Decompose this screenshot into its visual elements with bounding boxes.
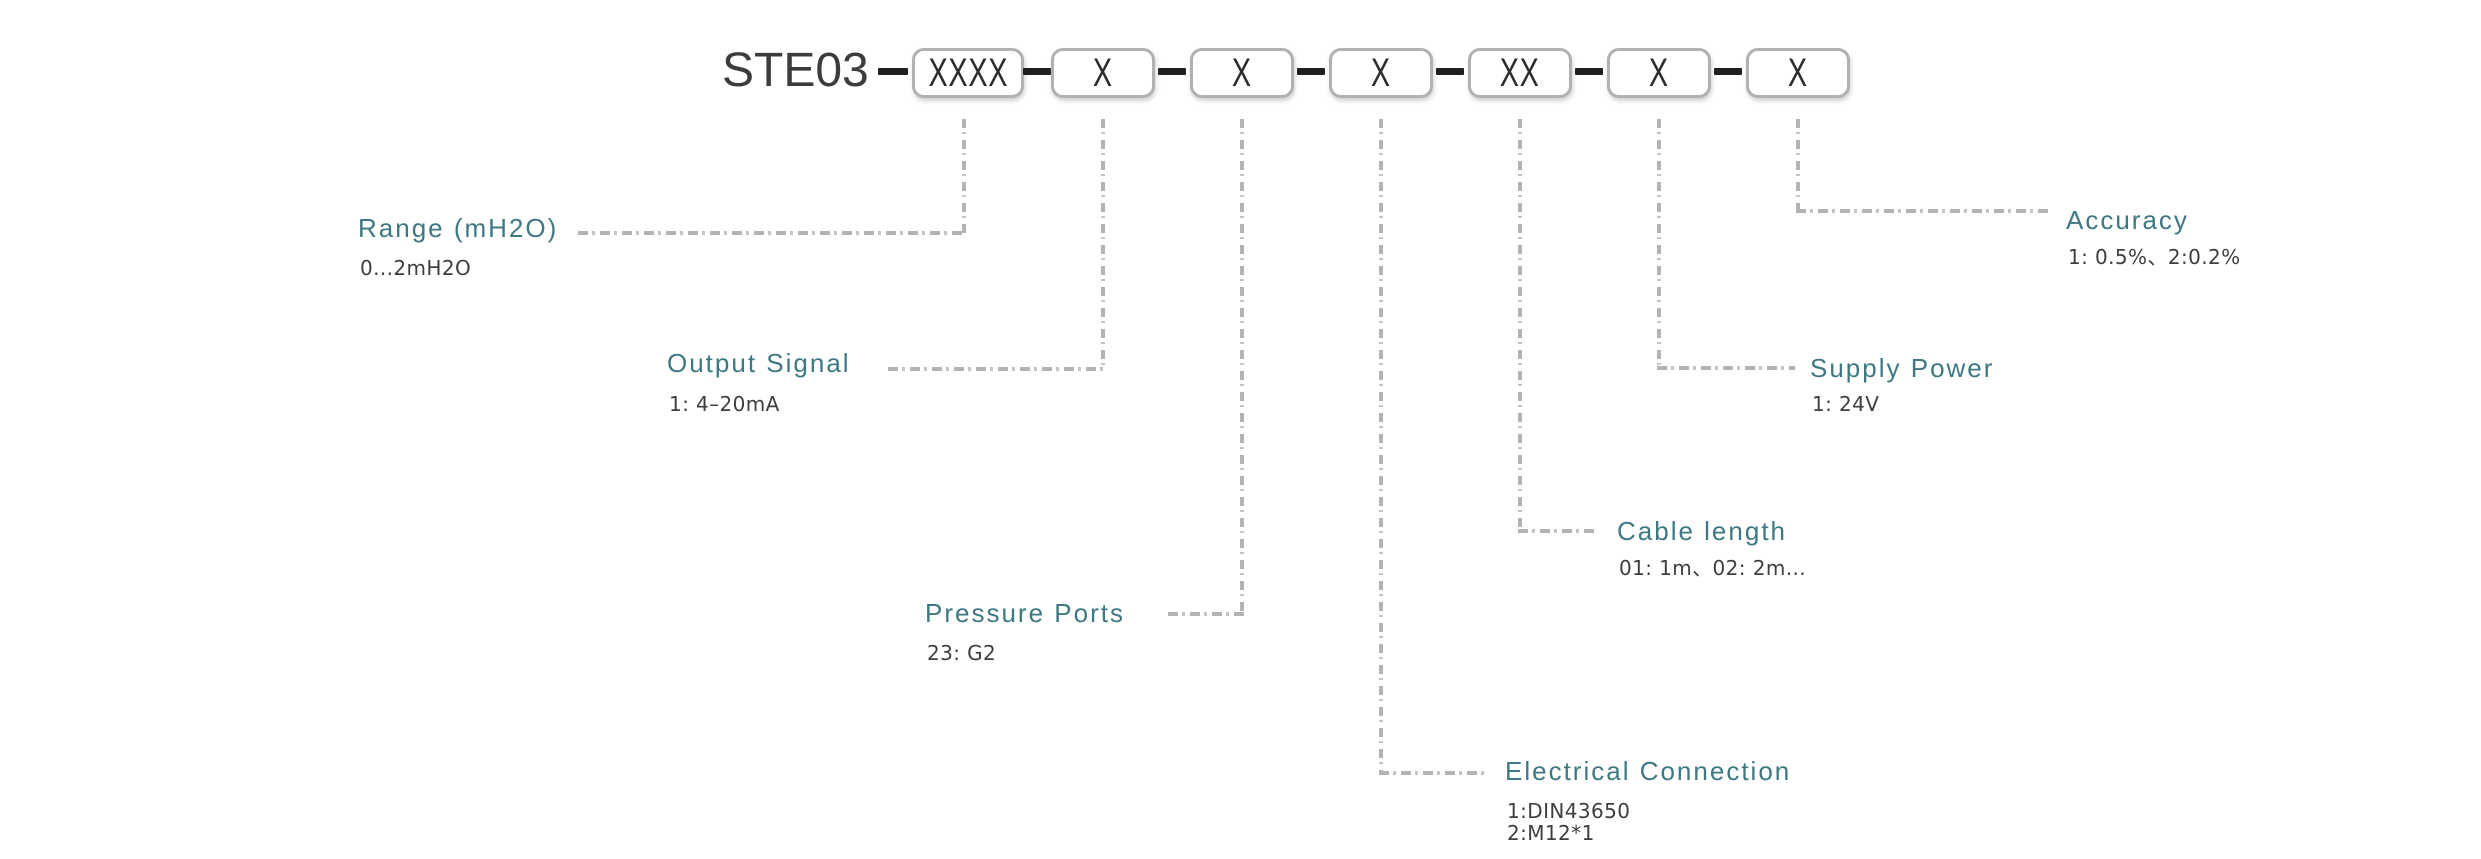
- code-box-text: X: [1649, 50, 1669, 95]
- code-box-supply-power: X: [1607, 48, 1711, 98]
- connector-line-accuracy: [1796, 119, 1800, 211]
- code-box-pressure-ports: X: [1190, 48, 1294, 98]
- code-box-accuracy: X: [1746, 48, 1850, 98]
- separator-dash: [1436, 68, 1464, 75]
- connector-line-supply-power: [1657, 366, 1795, 370]
- code-box-text: X: [1371, 50, 1391, 95]
- field-label-supply-power: Supply Power: [1810, 353, 1995, 383]
- field-cable-length: Cable length 01: 1m、02: 2m...: [1617, 515, 1806, 580]
- connector-line-pressure-ports: [1240, 119, 1244, 614]
- code-box-text: XXXX: [928, 50, 1008, 95]
- field-options-accuracy: 1: 0.5%、2:0.2%: [2068, 245, 2241, 269]
- field-supply-power: Supply Power 1: 24V: [1810, 352, 1995, 416]
- connector-line-output-signal: [888, 367, 1105, 371]
- field-options-electrical-connection-2: 2:M12*1: [1507, 821, 1595, 845]
- code-box-cable-length: XX: [1468, 48, 1572, 98]
- connector-line-range: [578, 231, 966, 235]
- connector-line-range: [962, 119, 966, 233]
- field-options-electrical-connection-1: 1:DIN43650: [1507, 799, 1631, 823]
- field-options-pressure-ports: 23: G2: [927, 641, 997, 665]
- field-accuracy: Accuracy 1: 0.5%、2:0.2%: [2066, 204, 2240, 269]
- field-options-output-signal: 1: 4–20mA: [669, 392, 780, 416]
- separator-dash: [1158, 68, 1186, 75]
- field-electrical-connection: Electrical Connection 1:DIN43650 2:M12*1: [1505, 755, 1792, 845]
- connector-line-supply-power: [1657, 119, 1661, 368]
- field-pressure-ports: Pressure Ports 23: G2: [925, 597, 1125, 665]
- connector-line-pressure-ports: [1168, 612, 1244, 616]
- separator-dash: [1297, 68, 1325, 75]
- field-options-cable-length: 01: 1m、02: 2m...: [1619, 556, 1806, 580]
- code-box-electrical-connection: X: [1329, 48, 1433, 98]
- connector-line-cable-length: [1518, 119, 1522, 531]
- field-label-output-signal: Output Signal: [667, 348, 851, 378]
- code-box-text: X: [1232, 50, 1252, 95]
- code-box-text: X: [1788, 50, 1808, 95]
- field-output-signal: Output Signal 1: 4–20mA: [667, 347, 851, 416]
- field-label-range: Range (mH2O): [358, 213, 559, 243]
- code-box-text: XX: [1500, 50, 1540, 95]
- field-label-electrical-connection: Electrical Connection: [1505, 756, 1792, 786]
- connector-line-cable-length: [1518, 529, 1596, 533]
- code-box-text: X: [1093, 50, 1113, 95]
- model-name: STE03: [722, 44, 869, 97]
- field-label-accuracy: Accuracy: [2066, 205, 2189, 235]
- code-box-range: XXXX: [912, 48, 1024, 98]
- code-box-output-signal: X: [1051, 48, 1155, 98]
- field-options-range: 0...2mH2O: [360, 256, 472, 280]
- separator-dash: [1575, 68, 1603, 75]
- field-range: Range (mH2O) 0...2mH2O: [358, 212, 559, 280]
- separator-dash: [878, 68, 908, 75]
- connector-line-output-signal: [1101, 119, 1105, 369]
- connector-line-accuracy: [1796, 209, 2052, 213]
- field-label-cable-length: Cable length: [1617, 516, 1787, 546]
- separator-dash: [1714, 68, 1742, 75]
- field-options-supply-power: 1: 24V: [1812, 392, 1880, 416]
- field-label-pressure-ports: Pressure Ports: [925, 598, 1125, 628]
- connector-line-electrical-connection: [1379, 771, 1486, 775]
- connector-line-electrical-connection: [1379, 119, 1383, 773]
- separator-dash: [1023, 68, 1051, 75]
